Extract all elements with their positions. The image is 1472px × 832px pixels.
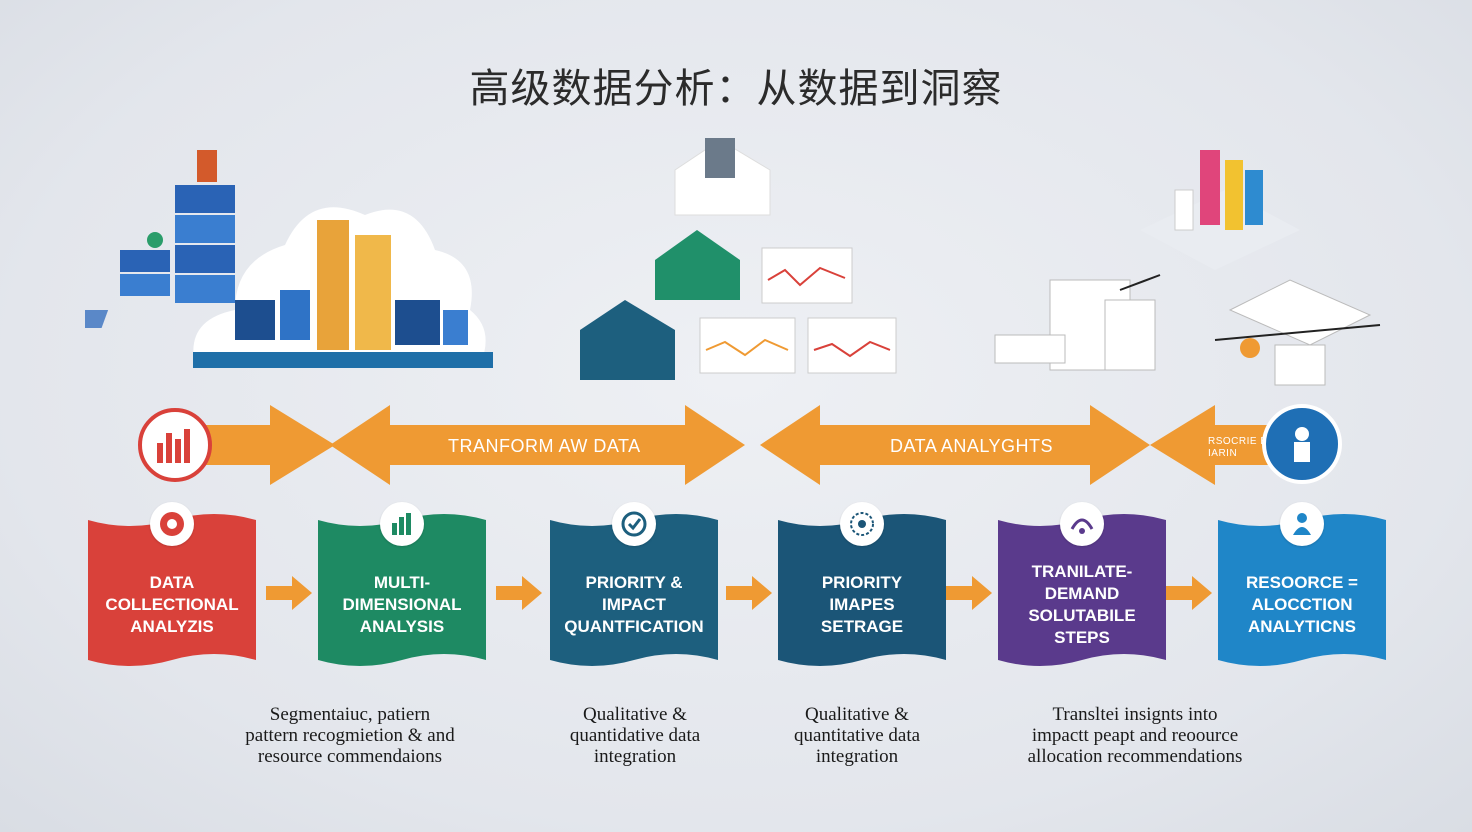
data-collection-illustration: [85, 150, 493, 368]
insight-circle-icon: [1262, 404, 1342, 484]
description-segmentation: Segmentaiuc, patiern pattern recogmietio…: [245, 704, 455, 767]
data-analytics-arrow: [760, 405, 1150, 485]
priority-impact-icon: [612, 502, 656, 546]
small-arrow-label: RSOCRIE E IARIN: [1208, 436, 1267, 459]
card-priority-impact: PRIORITY & IMPACT QUANTFICATION: [550, 502, 718, 672]
small-left-arrow: [1150, 405, 1285, 485]
connector-arrow-4: [946, 576, 992, 610]
resource-allocation-icon: [1280, 502, 1324, 546]
priority-strategy-icon: [840, 502, 884, 546]
card-label: PRIORITY IMAPES SETRAGE: [820, 573, 904, 636]
connector-arrow-3: [726, 576, 772, 610]
translate-demand-icon: [1060, 502, 1104, 546]
card-priority-strategy: PRIORITY IMAPES SETRAGE: [778, 502, 946, 672]
description-qualitative-2: Qualitative & quantitative data integrat…: [793, 704, 921, 767]
transform-data-label: TRANFORM AW DATA: [448, 436, 641, 456]
data-collection-icon: [150, 502, 194, 546]
description-qualitative-1: Qualitative & quantidative data integrat…: [569, 704, 701, 767]
card-label: RESOORCE = ALOCCTION ANALYTICNS: [1246, 573, 1358, 636]
connector-arrow-2: [496, 576, 542, 610]
data-analytics-label: DATA ANALYGHTS: [890, 436, 1054, 456]
card-label: TRANILATE- DEMAND SOLUTABILE STEPS: [1028, 562, 1136, 647]
connector-arrow-5: [1166, 576, 1212, 610]
page-title: 高级数据分析：从数据到洞察: [469, 66, 1003, 112]
transform-data-arrow: [330, 405, 745, 485]
card-data-collection: DATA COLLECTIONAL ANALYZIS: [88, 502, 256, 672]
insights-illustration: [994, 150, 1381, 386]
card-label: MULTI- DIMENSIONAL ANALYSIS: [342, 573, 462, 636]
chart-circle-icon: [138, 408, 212, 482]
card-label: PRIORITY & IMPACT QUANTFICATION: [564, 573, 704, 636]
description-translate-insights: Transltei insignts into impactt peapt an…: [1027, 704, 1243, 767]
transform-arrow-left: [190, 405, 335, 485]
card-resource-allocation: RESOORCE = ALOCCTION ANALYTICNS: [1218, 502, 1386, 672]
connector-arrow-1: [266, 576, 312, 610]
card-label: DATA COLLECTIONAL ANALYZIS: [105, 573, 239, 636]
analysis-illustration: [580, 138, 897, 380]
card-translate-demand: TRANILATE- DEMAND SOLUTABILE STEPS: [998, 502, 1166, 672]
card-multi-dimensional: MULTI- DIMENSIONAL ANALYSIS: [318, 502, 486, 672]
multi-dimensional-icon: [380, 502, 424, 546]
